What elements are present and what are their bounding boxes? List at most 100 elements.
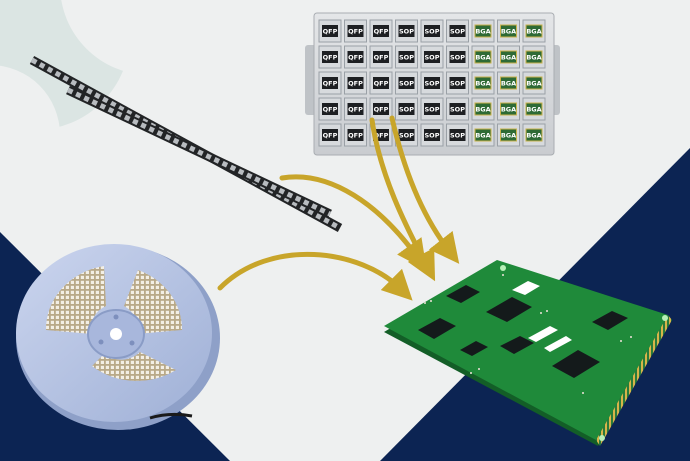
tray-cell: QFP (369, 71, 393, 95)
tray-cell: BGA (522, 123, 546, 147)
chip-label: QFP (323, 28, 338, 36)
tray-cell: SOP (420, 45, 444, 69)
tray-cell: SOP (446, 45, 469, 69)
tray-cell: SOP (420, 123, 444, 147)
tray-cell: SOP (395, 123, 418, 147)
chip-label: SOP (399, 54, 414, 62)
ic-chip (322, 129, 338, 141)
ic-chip (398, 77, 415, 89)
chip-label: SOP (425, 132, 440, 140)
tray-cell: BGA (497, 19, 520, 43)
chip-label: SOP (399, 28, 414, 36)
chip-label: QFP (323, 132, 338, 140)
ic-chip (373, 51, 389, 63)
ic-chip (449, 25, 466, 37)
arrow-tray-to-pcb-1 (369, 117, 436, 282)
ic-chip (398, 25, 415, 37)
tray-cell: BGA (471, 45, 495, 69)
tray-cell: BGA (497, 97, 520, 121)
ic-chip (398, 51, 415, 63)
tray-cell: BGA (497, 71, 520, 95)
tray-cell: SOP (420, 19, 444, 43)
tray-cell: BGA (522, 45, 546, 69)
tray-cell: SOP (446, 97, 469, 121)
ic-chip (322, 77, 338, 89)
tray-cell: QFP (369, 97, 393, 121)
tray-cell: QFP (344, 123, 367, 147)
tray-cell: BGA (522, 97, 546, 121)
arrow-reel-to-pcb (217, 251, 413, 301)
chip-label: SOP (399, 106, 414, 114)
chip-label: QFP (374, 106, 389, 114)
ic-chip (322, 25, 338, 37)
chip-label: BGA (526, 80, 541, 88)
chip-label: QFP (323, 54, 338, 62)
ic-chip (474, 24, 492, 38)
tray-cell: QFP (318, 123, 342, 147)
tray-cell: SOP (395, 45, 418, 69)
chip-label: SOP (425, 80, 440, 88)
tray-cell: SOP (395, 19, 418, 43)
chip-label: BGA (475, 54, 490, 62)
chip-label: BGA (501, 54, 516, 62)
chip-label: SOP (425, 54, 440, 62)
ic-chip (449, 129, 466, 141)
ic-chip (525, 128, 543, 142)
chip-label: QFP (348, 54, 363, 62)
ic-chip (322, 51, 338, 63)
tray-cell: QFP (318, 45, 342, 69)
chip-label: BGA (501, 28, 516, 36)
ic-chip (347, 77, 364, 89)
chip-label: SOP (399, 80, 414, 88)
tray-cell: BGA (471, 19, 495, 43)
tray-cell: SOP (446, 123, 469, 147)
chip-label: QFP (323, 80, 338, 88)
tray-cell: QFP (344, 45, 367, 69)
tray-cell: SOP (395, 97, 418, 121)
ic-chip (373, 103, 389, 115)
chip-label: BGA (475, 132, 490, 140)
chip-label: BGA (501, 106, 516, 114)
tray-cell: QFP (344, 97, 367, 121)
chip-label: BGA (526, 106, 541, 114)
ic-chip (322, 103, 338, 115)
tray-cell: QFP (369, 45, 393, 69)
chip-label: SOP (450, 80, 465, 88)
chip-label: BGA (475, 106, 490, 114)
chip-label: BGA (475, 28, 490, 36)
chip-label: BGA (501, 132, 516, 140)
flow-arrows (217, 115, 460, 301)
component-tape-strip (66, 85, 332, 219)
chip-label: BGA (526, 28, 541, 36)
ic-chip (424, 25, 440, 37)
chip-label: BGA (526, 132, 541, 140)
tray-cell: BGA (497, 123, 520, 147)
ic-chip (500, 50, 517, 64)
ic-chip (373, 77, 389, 89)
ic-chip (424, 103, 440, 115)
chip-label: QFP (374, 132, 389, 140)
ic-chip (373, 25, 389, 37)
chip-label: QFP (374, 80, 389, 88)
ic-chip (449, 103, 466, 115)
chip-label: SOP (450, 28, 465, 36)
ic-chip (449, 51, 466, 63)
ic-chip (347, 51, 364, 63)
chip-label: SOP (450, 106, 465, 114)
tray-cell: BGA (522, 19, 546, 43)
ic-chip (449, 77, 466, 89)
ic-chip (424, 77, 440, 89)
chip-label: QFP (348, 28, 363, 36)
ic-chip (525, 50, 543, 64)
ic-chip (474, 50, 492, 64)
tray-cell: QFP (318, 97, 342, 121)
ic-chip (500, 76, 517, 90)
ic-chip (398, 129, 415, 141)
ic-chip (525, 24, 543, 38)
ic-chip (474, 128, 492, 142)
chip-label: SOP (399, 132, 414, 140)
chip-label: QFP (348, 106, 363, 114)
tray-cell: QFP (318, 71, 342, 95)
ic-chip (398, 103, 415, 115)
